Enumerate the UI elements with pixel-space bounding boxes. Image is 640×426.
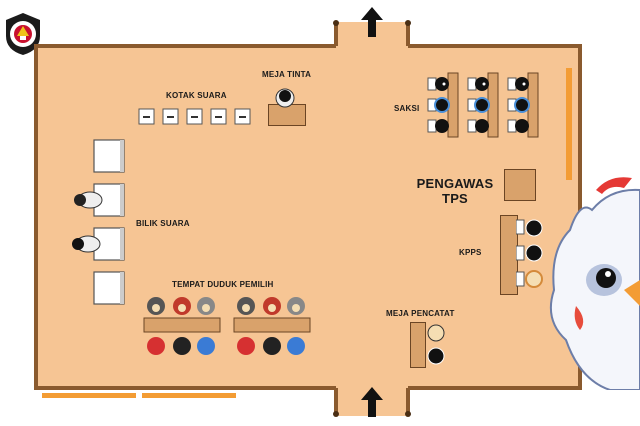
voter-seating — [140, 294, 316, 360]
exit-arrow-icon — [360, 6, 384, 38]
entry-arrow-icon — [360, 386, 384, 418]
pengawas-label: PENGAWAS — [416, 176, 494, 191]
pengawas-table — [504, 169, 536, 201]
tempat-duduk-label: TEMPAT DUDUK PEMILIH — [172, 280, 274, 289]
meja-pencatat-label: MEJA PENCATAT — [386, 309, 455, 318]
kpps-label: KPPS — [459, 248, 482, 257]
person-icon — [274, 86, 296, 108]
person-icon — [70, 190, 104, 210]
voting-booth-icon — [92, 138, 128, 306]
saksi-seating — [426, 72, 542, 140]
kotak-suara-label: KOTAK SUARA — [166, 91, 227, 100]
bilik-suara-label: BILIK SUARA — [136, 219, 190, 228]
meja-tinta-label: MEJA TINTA — [262, 70, 312, 79]
pencatat-seating — [424, 322, 450, 368]
saksi-label: SAKSI — [394, 104, 420, 113]
person-icon — [68, 234, 102, 254]
ballot-boxes — [138, 108, 258, 126]
kpu-logo-icon — [4, 12, 42, 56]
kpps-seating — [515, 216, 550, 294]
mascot-icon — [540, 170, 640, 421]
tps-label: TPS — [442, 191, 468, 206]
pencatat-table — [410, 322, 426, 368]
